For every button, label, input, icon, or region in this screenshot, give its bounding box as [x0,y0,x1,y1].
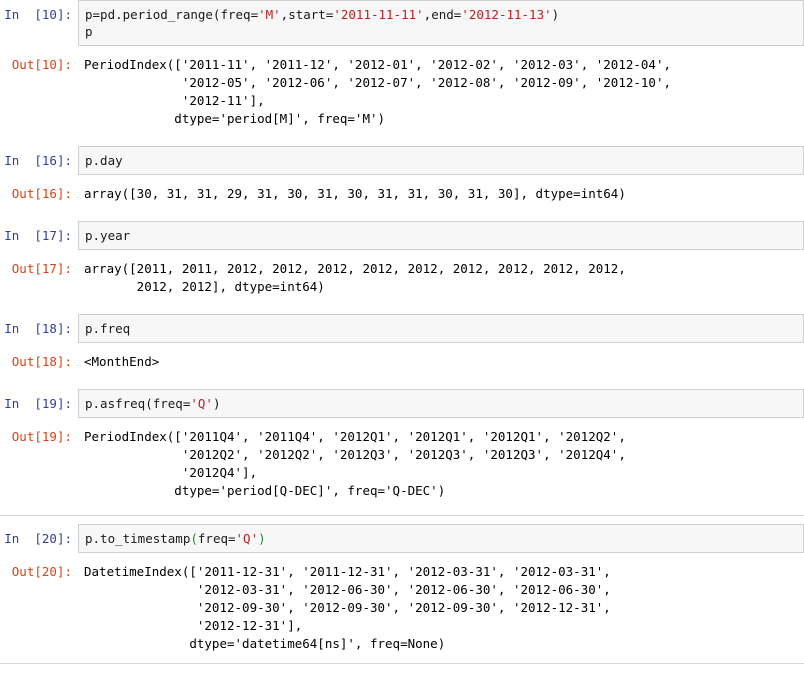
cell-gap [0,46,804,54]
cell-bottom-gap [0,655,804,663]
cell-gap [0,553,804,561]
code-token: p [85,24,93,39]
input-prompt-18: In [18]: [4,321,72,336]
input-prompt-10: In [10]: [4,7,72,22]
output-area-17: array([2011, 2011, 2012, 2012, 2012, 201… [78,258,804,298]
cell-separator [0,205,804,221]
output-text-17: array([2011, 2011, 2012, 2012, 2012, 201… [84,261,626,294]
input-row: In [19]: p.asfreq(freq='Q') [0,389,804,418]
output-text-10: PeriodIndex(['2011-11', '2011-12', '2012… [84,57,671,126]
output-row: Out[18]: <MonthEnd> [0,351,804,373]
notebook-cell-19[interactable]: In [19]: p.asfreq(freq='Q') Out[19]: Per… [0,389,804,502]
cell-gap [0,343,804,351]
input-row: In [16]: p.day [0,146,804,175]
code-editor-16[interactable]: p.day [78,146,804,175]
input-prompt-20: In [20]: [4,531,72,546]
output-area-20: DatetimeIndex(['2011-12-31', '2011-12-31… [78,561,804,655]
output-prompt-16: Out[16]: [11,186,72,201]
code-token: ) [212,396,221,411]
notebook-cell-20[interactable]: In [20]: p.to_timestamp(freq='Q') Out[20… [0,515,804,664]
code-token: ,start= [280,7,334,22]
input-prompt-16: In [16]: [4,153,72,168]
output-prompt-17: Out[17]: [11,261,72,276]
code-text-18: p.freq [85,321,131,336]
cell-top-gap [0,516,804,524]
code-text-16: p.day [85,153,123,168]
output-row: Out[19]: PeriodIndex(['2011Q4', '2011Q4'… [0,426,804,502]
string-token: 'Q' [190,396,213,411]
output-area-19: PeriodIndex(['2011Q4', '2011Q4', '2012Q1… [78,426,804,502]
cell-gap [0,175,804,183]
code-token: p.to_timestamp [85,531,191,546]
input-row: In [20]: p.to_timestamp(freq='Q') [0,524,804,553]
output-area-16: array([30, 31, 31, 29, 31, 30, 31, 30, 3… [78,183,804,205]
cell-separator [0,373,804,389]
code-text-10: p=pd.period_range(freq='M',start='2011-1… [85,6,799,40]
output-text-16: array([30, 31, 31, 29, 31, 30, 31, 30, 3… [84,186,626,201]
output-prompt-10: Out[10]: [11,57,72,72]
input-prompt-19: In [19]: [4,396,72,411]
bracket-close-token: ) [258,531,266,546]
output-row: Out[17]: array([2011, 2011, 2012, 2012, … [0,258,804,298]
code-editor-20[interactable]: p.to_timestamp(freq='Q') [78,524,804,553]
cell-separator [0,502,804,515]
cell-gap [0,418,804,426]
output-area-10: PeriodIndex(['2011-11', '2011-12', '2012… [78,54,804,130]
code-token: freq= [197,531,236,546]
cell-gap [0,250,804,258]
code-token: ,end= [423,7,462,22]
input-prompt-17: In [17]: [4,228,72,243]
input-row: In [10]: p=pd.period_range(freq='M',star… [0,0,804,46]
input-row: In [17]: p.year [0,221,804,250]
code-editor-10[interactable]: p=pd.period_range(freq='M',start='2011-1… [78,0,804,46]
code-editor-19[interactable]: p.asfreq(freq='Q') [78,389,804,418]
bracket-open-token: ( [190,531,198,546]
cell-separator [0,130,804,146]
string-token: 'M' [258,7,281,22]
code-token: p.asfreq(freq= [85,396,191,411]
notebook-cell-10[interactable]: In [10]: p=pd.period_range(freq='M',star… [0,0,804,130]
code-token: p=pd.period_range(freq= [85,7,259,22]
cell-separator [0,298,804,314]
code-text-19: p.asfreq(freq='Q') [85,395,799,412]
output-text-20: DatetimeIndex(['2011-12-31', '2011-12-31… [84,564,611,651]
string-token: 'Q' [235,531,259,546]
output-prompt-18: Out[18]: [11,354,72,369]
notebook-cell-18[interactable]: In [18]: p.freq Out[18]: <MonthEnd> [0,314,804,373]
code-text-20: p.to_timestamp(freq='Q') [85,530,799,547]
output-row: Out[20]: DatetimeIndex(['2011-12-31', '2… [0,561,804,655]
code-editor-17[interactable]: p.year [78,221,804,250]
notebook-cell-17[interactable]: In [17]: p.year Out[17]: array([2011, 20… [0,221,804,298]
output-prompt-20: Out[20]: [11,564,72,579]
string-token: '2011-11-11' [333,7,424,22]
code-editor-18[interactable]: p.freq [78,314,804,343]
output-prompt-19: Out[19]: [11,429,72,444]
output-area-18: <MonthEnd> [78,351,804,373]
output-text-19: PeriodIndex(['2011Q4', '2011Q4', '2012Q1… [84,429,626,498]
code-text-17: p.year [85,228,131,243]
code-token: ) [551,7,560,22]
output-text-18: <MonthEnd> [84,354,160,369]
string-token: '2012-11-13' [461,7,552,22]
output-row: Out[10]: PeriodIndex(['2011-11', '2011-1… [0,54,804,130]
input-row: In [18]: p.freq [0,314,804,343]
output-row: Out[16]: array([30, 31, 31, 29, 31, 30, … [0,183,804,205]
notebook-cell-16[interactable]: In [16]: p.day Out[16]: array([30, 31, 3… [0,146,804,205]
